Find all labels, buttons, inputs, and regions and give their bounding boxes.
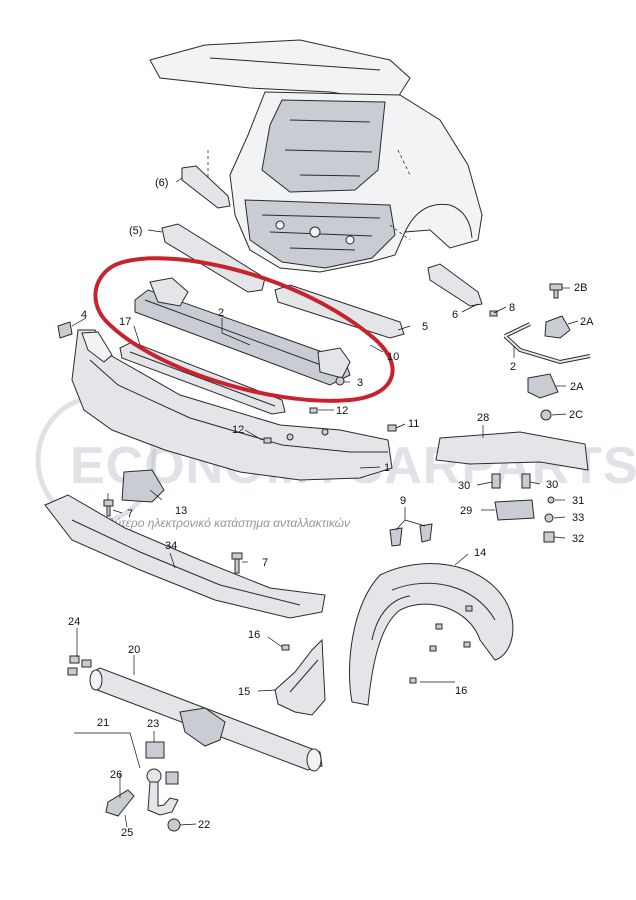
part-5-left-guide <box>161 223 266 293</box>
callout-31: 31 <box>572 495 584 507</box>
callout-8: 8 <box>509 302 515 314</box>
callout-34: 34 <box>165 540 177 552</box>
callout-17: 17 <box>119 316 131 328</box>
car-body-rear <box>149 39 483 273</box>
part-7-upper-fastener <box>103 499 114 517</box>
part-23-cap <box>145 741 165 759</box>
callout-13: 13 <box>175 505 187 517</box>
part-11-screw <box>387 424 397 432</box>
boot-opening <box>261 99 386 193</box>
callout-7-top: 7 <box>127 508 133 520</box>
part-32-bolt <box>543 531 555 543</box>
part-26-lever <box>105 789 135 817</box>
part-9-left-clip <box>389 527 403 547</box>
part-33-nut <box>544 513 554 523</box>
callout-1: 1 <box>384 462 390 474</box>
callout-2B: 2B <box>574 282 587 294</box>
callout-7-bottom: 7 <box>262 557 268 569</box>
callout-21: 21 <box>97 717 109 729</box>
part-6-left-bracket <box>181 165 231 209</box>
callout-26: 26 <box>110 769 122 781</box>
callout-9: 9 <box>400 495 406 507</box>
part-12-left-screw <box>263 437 272 444</box>
part-2A-bottom-clip <box>527 373 559 399</box>
leader-lines <box>71 177 579 828</box>
callout-33: 33 <box>572 512 584 524</box>
part-2B-bolt <box>549 283 563 299</box>
callout-5-paren: (5) <box>129 225 142 237</box>
carrier-left-bracket <box>149 277 189 307</box>
callout-24: 24 <box>68 616 80 628</box>
callout-29: 29 <box>460 505 472 517</box>
part-16-screw-b <box>435 623 443 630</box>
part-16-screw-d <box>463 641 471 648</box>
callout-16-mid: 16 <box>248 629 260 641</box>
part-6-right-bracket <box>427 263 483 307</box>
callout-12-right: 12 <box>336 405 348 417</box>
part-20-tow-bar <box>89 667 323 772</box>
callout-6-paren: (6) <box>155 177 168 189</box>
part-13-cover <box>121 469 165 503</box>
part-15-mud-flap <box>274 638 326 716</box>
part-30-right-bolt <box>521 473 531 489</box>
callout-12-left: 12 <box>232 424 244 436</box>
part-24-bolts <box>67 655 92 676</box>
callout-32: 32 <box>572 533 584 545</box>
highlighted-assembly <box>93 256 395 415</box>
callout-14: 14 <box>474 547 486 559</box>
watermark-tagline: το μεγαλύτερο ηλεκτρονικό κατάστημα αντα… <box>70 516 350 530</box>
callout-16-right: 16 <box>455 685 467 697</box>
part-28-diffuser-panel <box>435 431 589 471</box>
part-30-left-bolt <box>491 473 501 489</box>
part-16-screw-e <box>409 677 417 684</box>
callout-2-bracket: 2 <box>510 361 516 373</box>
callout-5: 5 <box>422 321 428 333</box>
part-9-right-clip <box>419 523 433 543</box>
part-3-nut <box>335 376 345 386</box>
callout-4: 4 <box>81 309 87 321</box>
part-2-bracket-rod-inner <box>504 323 591 364</box>
part-16-screw-c <box>429 645 437 652</box>
part-34-lower-valance <box>44 494 326 619</box>
part-16-screw-a <box>465 605 473 612</box>
part-4-clip <box>57 321 73 339</box>
part-2-bumper-carrier <box>134 289 351 386</box>
part-12-right-screw <box>309 407 318 414</box>
part-31-clip <box>547 496 555 504</box>
carrier-right-bracket <box>317 347 351 379</box>
callout-2C: 2C <box>569 409 583 421</box>
callout-10: 10 <box>387 351 399 363</box>
highlight-ring <box>93 256 395 403</box>
callout-20: 20 <box>128 644 140 656</box>
callout-23: 23 <box>147 718 159 730</box>
part-8-screw <box>489 310 498 317</box>
callout-30-right: 30 <box>546 479 558 491</box>
part-21-tow-ball <box>146 768 179 816</box>
callout-6: 6 <box>452 309 458 321</box>
callout-2-top: 2 <box>218 307 224 319</box>
part-16-mid-screw <box>281 644 290 651</box>
tailgate <box>149 39 411 103</box>
part-29-bracket <box>494 499 535 521</box>
callout-28: 28 <box>477 412 489 424</box>
callout-2A-bottom: 2A <box>570 381 584 393</box>
part-22-nut <box>167 818 181 832</box>
callout-15: 15 <box>238 686 250 698</box>
callout-11: 11 <box>408 418 419 430</box>
part-7-lower-fastener <box>231 552 243 574</box>
part-2C-nut <box>540 409 552 421</box>
callout-2A-top: 2A <box>580 316 594 328</box>
callout-3: 3 <box>357 377 363 389</box>
callout-22: 22 <box>198 819 210 831</box>
part-2A-top-clip <box>544 315 571 339</box>
callout-labels: (6) (5) 2 17 4 5 3 10 8 6 2B 2A 2 2A 2C … <box>68 177 594 839</box>
callout-30-left: 30 <box>458 480 470 492</box>
callout-25: 25 <box>121 827 133 839</box>
part-1-bumper-cover <box>71 329 393 481</box>
part-14-wheel-arch-liner <box>348 563 514 706</box>
